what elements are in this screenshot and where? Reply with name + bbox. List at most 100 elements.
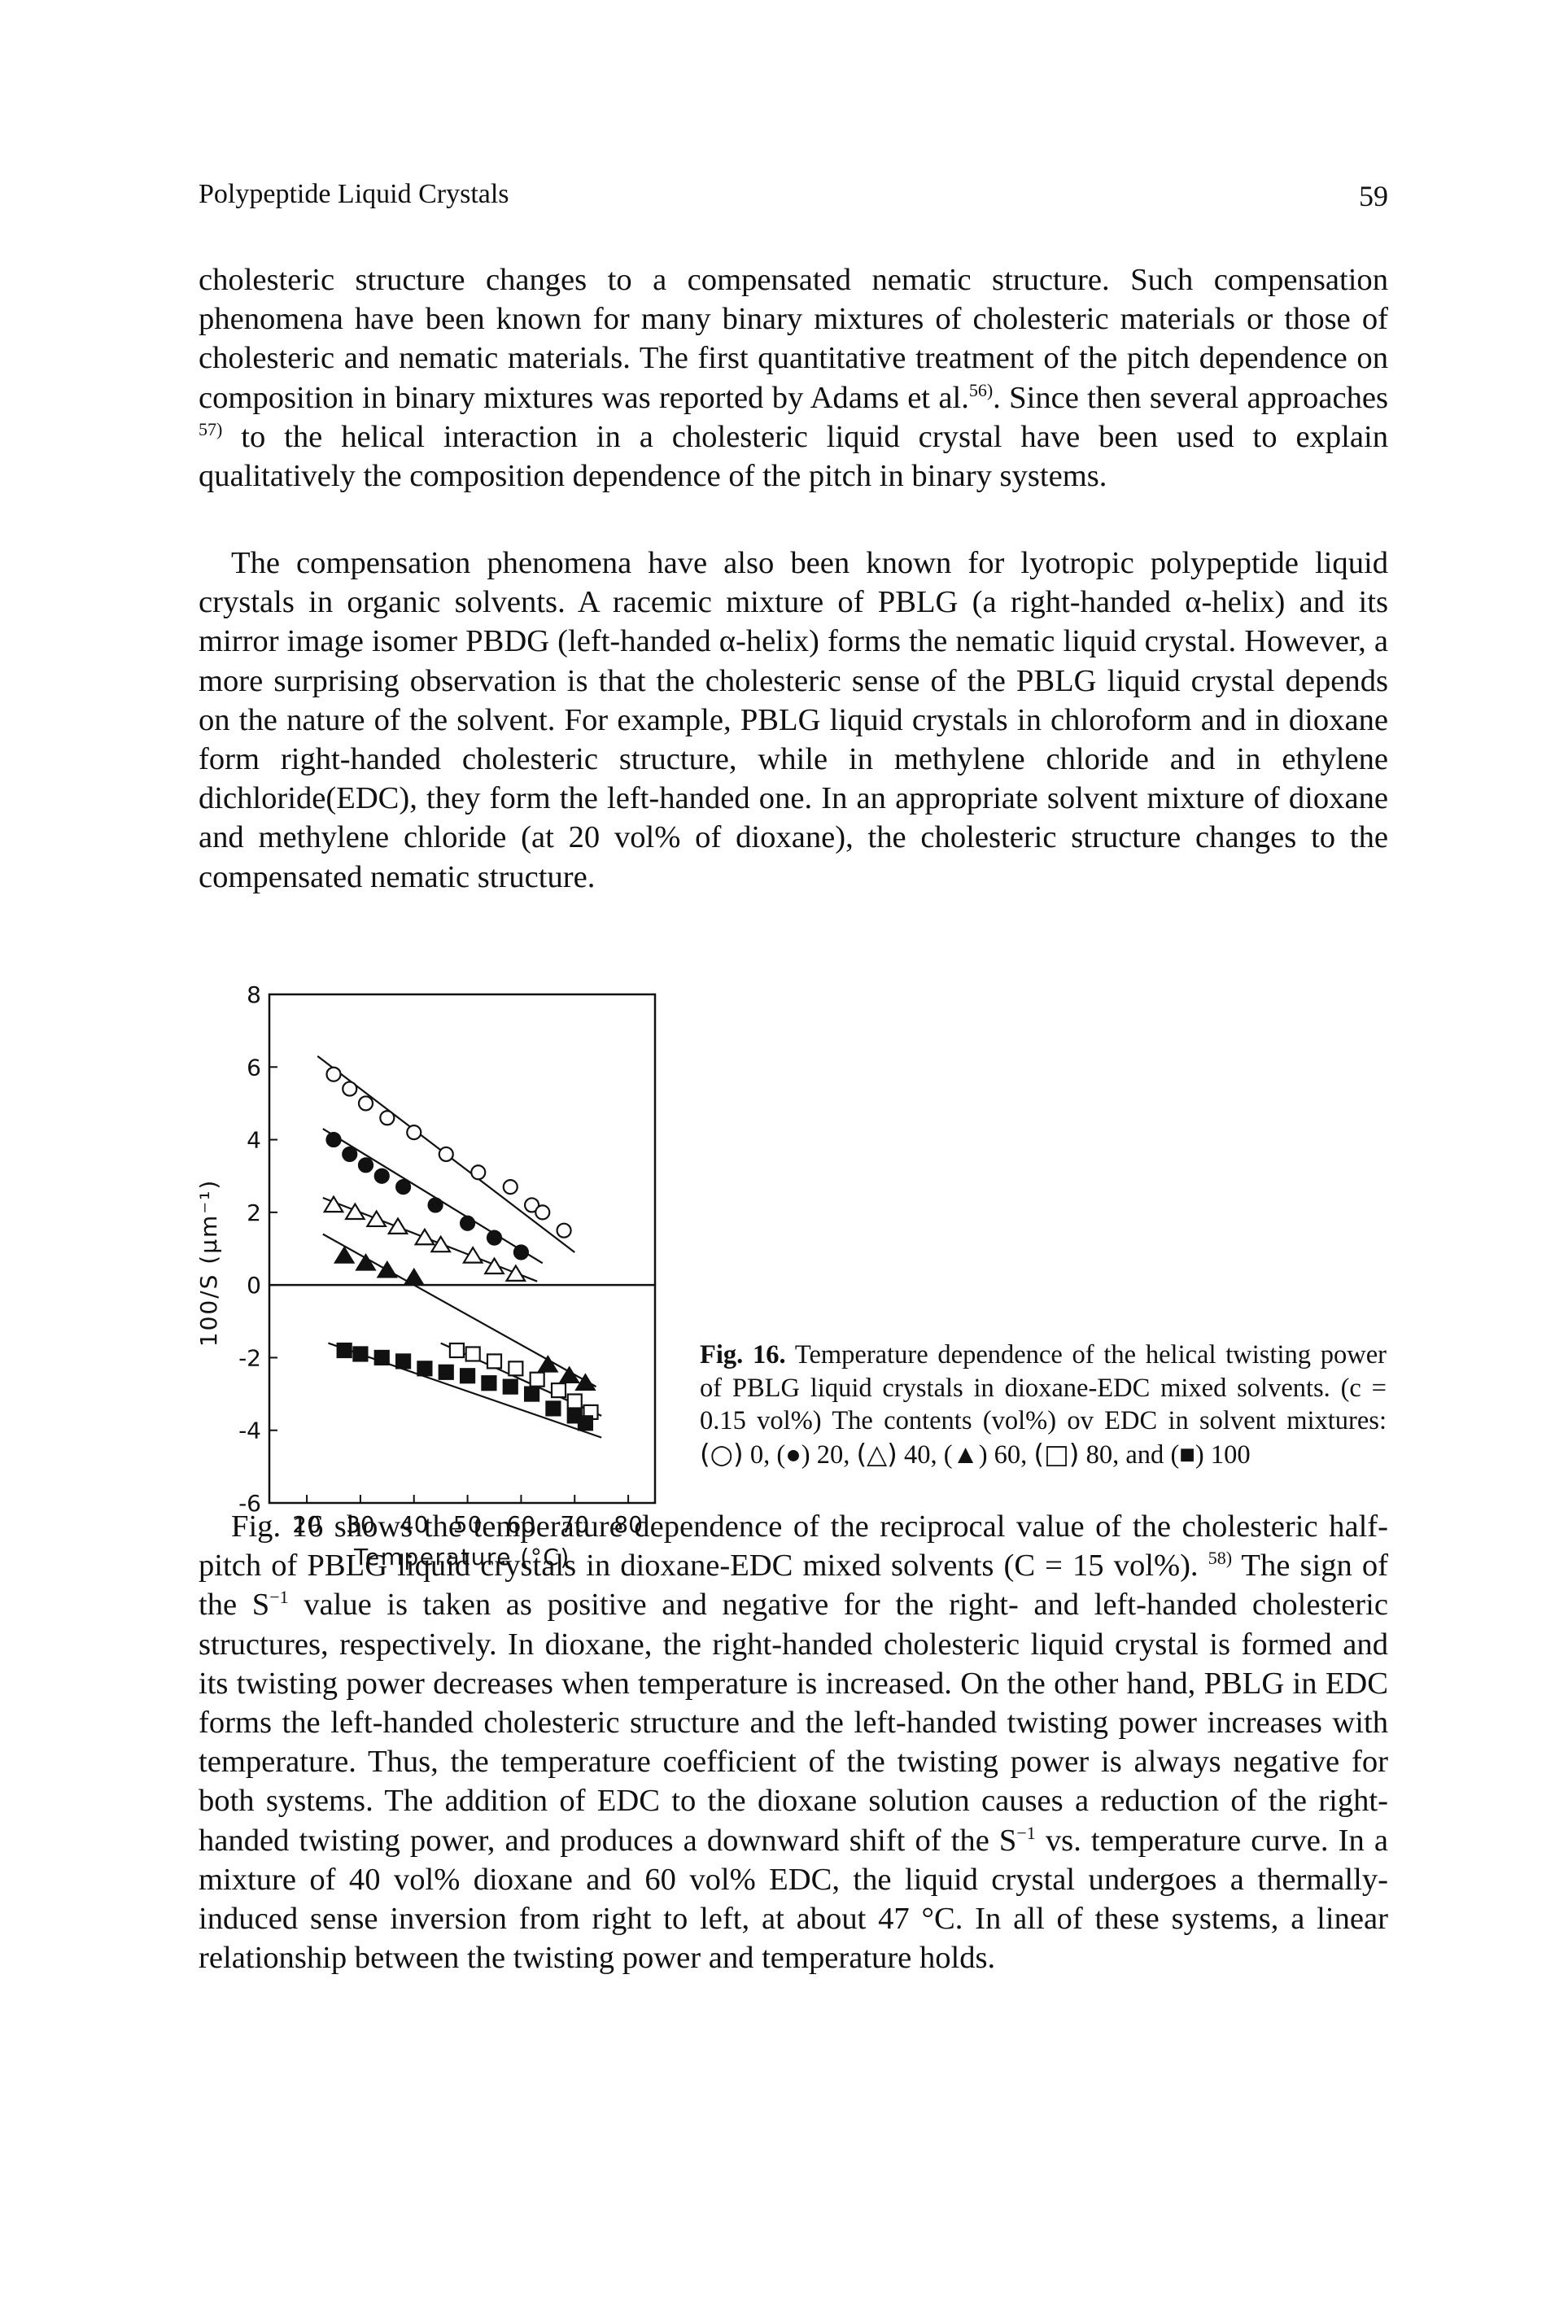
y-tick-label: 2 [247,1199,261,1226]
open-triangle-point [430,1234,452,1253]
open-circle-point [342,1081,358,1097]
caption-value: 40, [903,1439,937,1470]
open-square-point [550,1383,567,1399]
filled-square-point [336,1342,352,1359]
y-tick-label: -6 [238,1490,261,1517]
filled-circle-point [486,1230,503,1246]
open-square-point [486,1353,503,1370]
filled-square-point [502,1378,518,1395]
filled-triangle-point [376,1260,399,1278]
filled-circle-point [427,1197,443,1213]
filled-circle-point [325,1131,342,1148]
open-circle-point [357,1095,374,1112]
filled-square-point [459,1368,476,1384]
paragraph-2: The compensation phenomena have also bee… [199,546,1388,894]
open-circle-point [406,1125,422,1141]
x-tick-label: 40 [400,1511,429,1538]
x-tick-label: 50 [453,1511,483,1538]
filled-circle-point [342,1146,358,1163]
filled-square-point [523,1386,540,1402]
filled-triangle-point [403,1267,425,1286]
filled-circle-point [513,1244,530,1260]
filled-triangle-point [574,1373,596,1391]
caption-value: 80, and [1085,1439,1164,1470]
running-title: Polypeptide Liquid Crystals [199,179,509,209]
filled-square-point [577,1415,594,1431]
open-square-symbol: (□) [1033,1438,1080,1470]
filled-circle-point [357,1157,374,1173]
filled-square-point [545,1400,561,1417]
page-number: 59 [1359,180,1388,212]
open-triangle-point [483,1256,505,1275]
plot-frame [268,993,657,1505]
fit-line [328,1342,602,1439]
fit-lines [317,1055,602,1439]
open-circle-point [535,1204,551,1221]
open-triangle-point [322,1195,345,1213]
x-tick-label: 30 [346,1511,375,1538]
figure-label: Fig. 16. [700,1340,786,1370]
caption-value: 60, [994,1439,1028,1470]
y-tick-label: 6 [247,1054,261,1081]
caption-value: 0, [749,1439,771,1470]
caption-value: 100 [1210,1439,1251,1470]
x-axis-label: Temperature (°C) [353,1544,570,1570]
paragraph-text: cholesteric structure changes to a compe… [199,263,1388,415]
filled-square-point [395,1353,412,1370]
open-square-point [465,1346,481,1362]
x-tick-label: 20 [292,1511,321,1538]
open-triangle-point [504,1264,527,1282]
open-circle-point [438,1146,454,1163]
filled-square-point [352,1346,369,1362]
filled-circle-point [395,1179,412,1195]
y-tick-label: -2 [238,1344,261,1371]
open-circle-point [470,1164,487,1181]
superscript: −1 [269,1587,289,1608]
open-circle-point [325,1066,342,1082]
filled-triangle-point [355,1253,377,1271]
filled-square-point [417,1361,433,1377]
filled-square-point [373,1349,390,1366]
caption-value: 20, [816,1439,850,1470]
y-tick-label: 8 [247,985,261,1008]
open-triangle-point [365,1209,387,1228]
filled-triangle-point [558,1365,580,1384]
x-tick-label: 60 [507,1511,536,1538]
superscript: −1 [1016,1822,1036,1843]
filled-circle-symbol: (●) [776,1439,810,1470]
open-triangle-point [387,1217,409,1234]
fit-line [322,1128,544,1265]
open-circle-point [556,1222,572,1238]
filled-square-point [438,1364,454,1380]
open-square-point [566,1393,583,1409]
filled-triangle-point [537,1355,559,1373]
filled-triangle-point [333,1246,356,1264]
paragraph-text: The sign of the S [199,1549,1388,1623]
paragraph-3: Fig. 16 shows the temperature dependence… [199,1507,1388,1977]
y-tick-label: -4 [238,1418,261,1444]
open-square-point [529,1371,545,1387]
paragraph-1: cholesteric structure changes to a compe… [199,260,1388,496]
filled-triangle-symbol: (▲) [943,1439,988,1470]
y-tick-label: 0 [247,1272,261,1299]
reference-56: 56) [968,379,994,400]
open-square-point [508,1361,524,1377]
paragraph-text: Fig. 16 shows the temperature dependence… [199,1509,1388,1584]
filled-circle-point [373,1168,390,1184]
paragraph-text: value is taken as positive and negative … [199,1588,1388,1858]
filled-circle-point [459,1215,476,1231]
y-tick-label: 4 [247,1127,261,1154]
open-circle-symbol: (○) [700,1438,744,1470]
open-square-point [448,1342,465,1359]
figure-caption: Fig. 16. Temperature dependence of the h… [700,1339,1387,1471]
open-circle-point [523,1197,540,1213]
open-triangle-point [413,1227,436,1246]
x-tick-label: 70 [560,1511,589,1538]
x-tick-label: 80 [614,1511,643,1538]
y-axis-label: 100/S (μm⁻¹) [195,1179,222,1348]
open-circle-point [379,1110,395,1126]
caption-text: Temperature dependence of the helical tw… [700,1340,1387,1435]
